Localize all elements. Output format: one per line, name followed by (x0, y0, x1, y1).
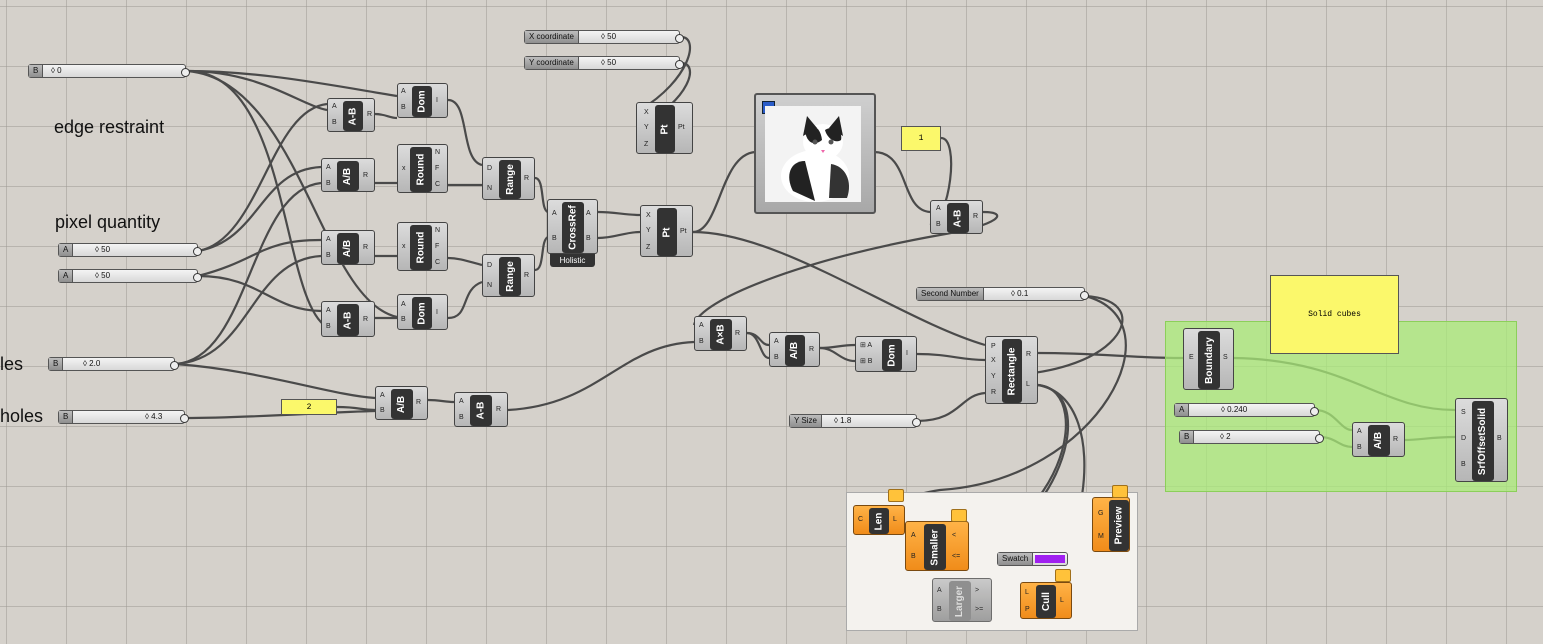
slider-second-number[interactable]: Second Number ◊ 0.1 (916, 287, 1089, 301)
label-pixel-quantity: pixel quantity (55, 212, 161, 232)
slider-y-coordinate[interactable]: Y coordinate ◊ 50 (524, 56, 684, 70)
swatch[interactable]: Swatch (997, 552, 1068, 566)
slider-grip[interactable] (675, 34, 684, 43)
warning-bubble-preview[interactable] (1112, 485, 1128, 498)
slider-grip[interactable] (912, 418, 921, 427)
slider-y-size[interactable]: Y Size ◊ 1.8 (789, 414, 921, 428)
slider-top-b[interactable]: B ◊ 0 (28, 64, 190, 78)
swatch-color (1035, 555, 1065, 563)
panel-value-1[interactable]: 1 (901, 126, 941, 151)
label-edge-restraint: edge restraint (54, 117, 165, 137)
warning-bubble-len[interactable] (888, 489, 904, 502)
label-les: les (0, 354, 24, 374)
image-sampler[interactable] (754, 93, 876, 214)
kitten-image (765, 106, 861, 202)
slider-holes-b[interactable]: B ◊ 4.3 (58, 410, 189, 424)
panel-value-2[interactable]: 2 (281, 399, 337, 415)
slider-x-coordinate[interactable]: X coordinate ◊ 50 (524, 30, 684, 44)
slider-grip[interactable] (1310, 407, 1319, 416)
slider-grip[interactable] (181, 68, 190, 77)
warning-bubble-cull[interactable] (1055, 569, 1071, 582)
crossref-mode-tab[interactable]: Holistic (550, 254, 595, 267)
slider-green-a[interactable]: A ◊ 0.240 (1174, 403, 1319, 417)
component-dom-3[interactable]: ⊞ A⊞ B Dom I (855, 336, 917, 372)
slider-les-b[interactable]: B ◊ 2.0 (48, 357, 179, 371)
slider-grip[interactable] (170, 361, 179, 370)
warning-bubble-smaller[interactable] (951, 509, 967, 522)
slider-grip[interactable] (1080, 291, 1089, 300)
panel-solid-cubes[interactable]: Solid cubes (1270, 275, 1399, 354)
slider-grip[interactable] (675, 60, 684, 69)
label-holes: holes (0, 406, 44, 426)
slider-green-b[interactable]: B ◊ 2 (1179, 430, 1324, 444)
slider-grip[interactable] (180, 414, 189, 423)
component-length[interactable]: C Len L (853, 505, 905, 535)
slider-pq-a2[interactable]: A ◊ 50 (58, 269, 202, 283)
slider-pq-a1[interactable]: A ◊ 50 (58, 243, 202, 257)
slider-grip[interactable] (193, 247, 202, 256)
component-boundary[interactable]: E Boundary S (1183, 328, 1234, 390)
slider-grip[interactable] (1315, 434, 1324, 443)
slider-grip[interactable] (193, 273, 202, 282)
